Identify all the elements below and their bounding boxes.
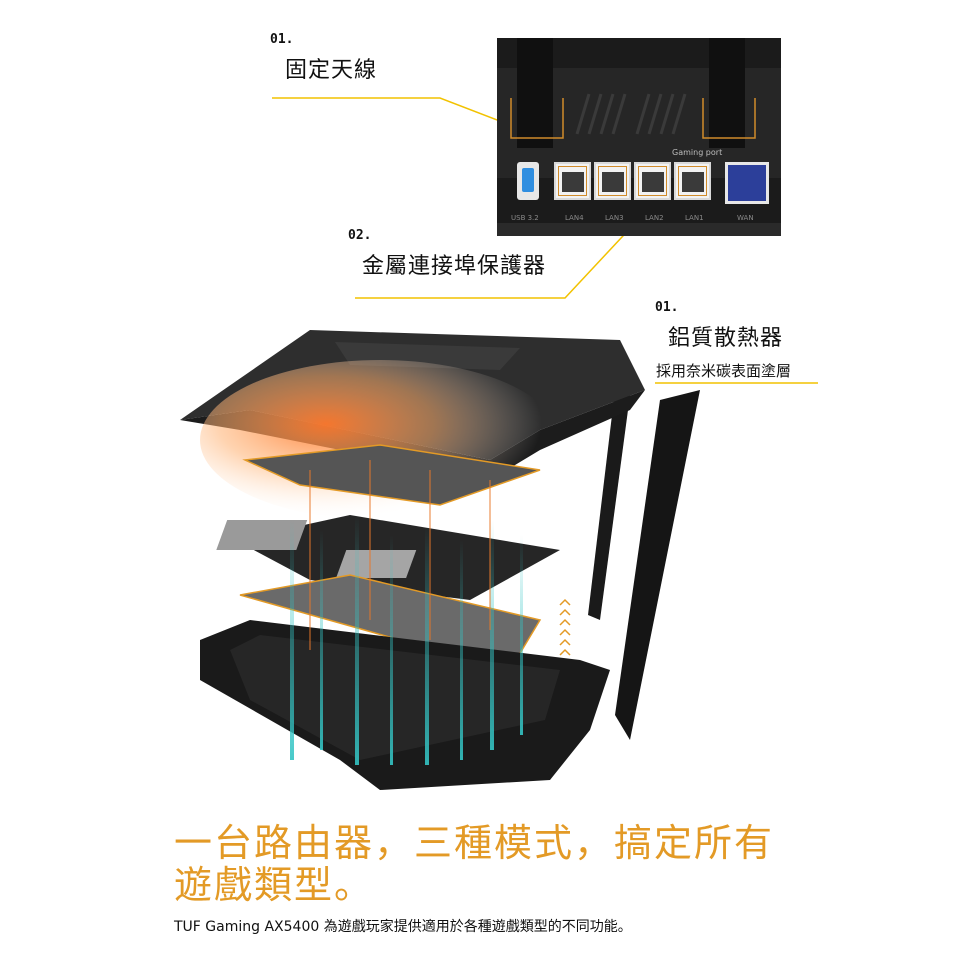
usb-label: USB 3.2 [511, 214, 539, 222]
antenna-left [517, 38, 553, 148]
router-rear-illustration [497, 38, 781, 236]
headline-line-2: 遊戲類型。 [174, 863, 375, 907]
wan-port [725, 162, 769, 204]
callout-1-title: 固定天線 [285, 58, 378, 83]
callout-3-subtitle: 採用奈米碳表面塗層 [656, 362, 792, 380]
lan3-label: LAN3 [605, 214, 624, 222]
lan4-label: LAN4 [565, 214, 584, 222]
lan4-port [554, 162, 591, 200]
router-exploded-view [180, 330, 700, 790]
callout-2-title: 金屬連接埠保護器 [362, 254, 547, 279]
lan1-label: LAN1 [685, 214, 704, 222]
lan3-port [594, 162, 631, 200]
heat-lines [309, 460, 491, 650]
airflow-arrows [559, 598, 571, 656]
antenna-right-large [615, 390, 700, 740]
gaming-port-label: Gaming port [672, 148, 723, 157]
callout-2-number: 02. [348, 228, 372, 243]
lan1-port [674, 162, 711, 200]
headline-line-1: 一台路由器，三種模式，搞定所有 [174, 821, 775, 865]
antenna-right [709, 38, 745, 148]
callout-1-number: 01. [270, 32, 294, 47]
callout-2-line [355, 221, 637, 299]
callout-3-title: 鋁質散熱器 [668, 326, 784, 351]
wan-label: WAN [737, 214, 754, 222]
lan2-label: LAN2 [645, 214, 664, 222]
lan2-port [634, 162, 671, 200]
callout-3-number: 01. [655, 300, 679, 315]
callout-1-line [272, 97, 519, 129]
rear-port-panel: Gaming port USB 3.2 LAN4 LAN3 LAN2 LAN1 … [497, 38, 781, 236]
usb-port [517, 162, 539, 200]
description-text: TUF Gaming AX5400 為遊戲玩家提供適用於各種遊戲類型的不同功能。 [174, 919, 632, 935]
cooling-airflow [290, 515, 523, 765]
antenna-rear [588, 390, 630, 620]
